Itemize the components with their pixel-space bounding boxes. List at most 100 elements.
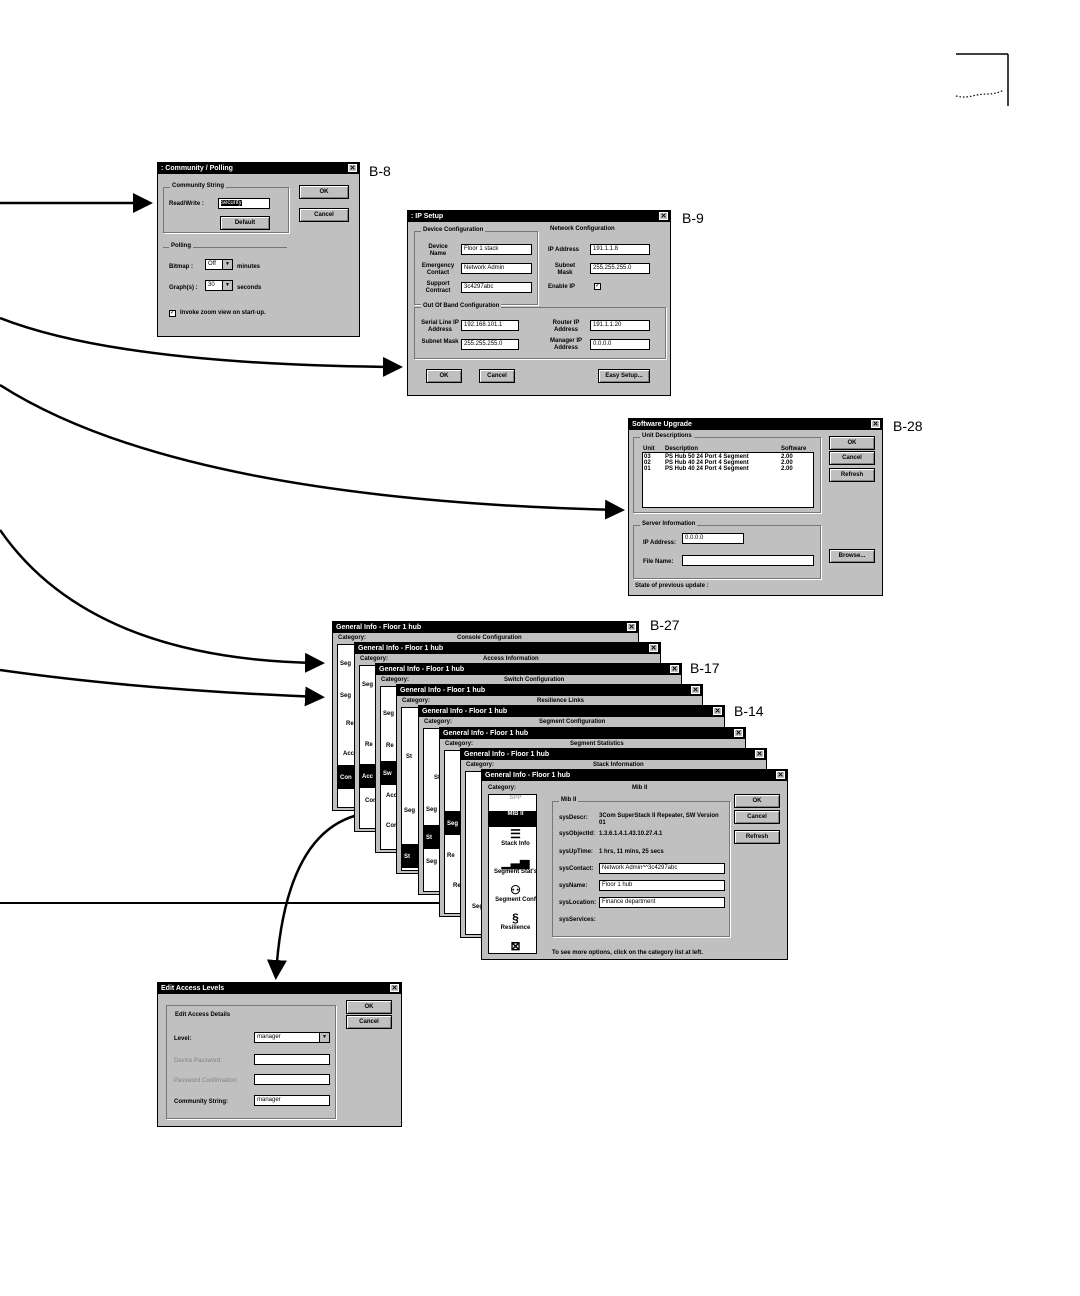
device-name-input[interactable]: Floor 1 stack [461,244,532,255]
table-row-sw: 2.00 [781,460,793,466]
syscontact-input[interactable]: Network Admin^^3c4297abc [599,863,725,874]
chevron-down-icon[interactable]: ▼ [319,1033,329,1042]
table-row-desc: PS Hub 50 24 Port 4 Segment [665,454,749,460]
cat-item-segment-conf[interactable]: ⚇Segment Conf [489,883,542,911]
cat-item-more[interactable]: ⊠ [489,939,542,953]
level-select[interactable]: manager▼ [254,1032,330,1043]
category-list[interactable]: Seg Re Re [444,750,464,914]
ip-address-input[interactable]: 191.1.1.8 [590,244,650,255]
edit-access-levels-dialog: Edit Access Levels✕ Edit Access Details … [157,982,402,1127]
readwrite-input[interactable]: security [218,198,270,209]
ok-button[interactable]: OK [299,185,349,199]
close-icon[interactable]: ✕ [649,644,658,652]
table-row[interactable]: 03 [644,454,651,460]
community-string-input[interactable]: manager [254,1095,330,1106]
cancel-button[interactable]: Cancel [829,451,875,465]
browse-button[interactable]: Browse... [829,549,875,563]
manager-ip-label: Manager IP Address [549,338,582,351]
table-row[interactable]: 01 [644,466,651,472]
list-item: Seg [362,682,374,688]
category-label: Category: [445,741,474,747]
title-bar: : IP Setup✕ [408,211,670,222]
table-row-desc: PS Hub 40 24 Port 4 Segment [665,466,749,472]
refresh-button[interactable]: Refresh [829,468,875,482]
selected-item[interactable]: Sw [381,761,399,785]
cat-item-mib2[interactable]: MIB II [489,811,542,827]
list-item: Seg [426,807,438,813]
cat-item-spp[interactable]: SPP [509,795,522,801]
enable-ip-checkbox[interactable]: ✓ [594,283,601,290]
manager-ip-input[interactable]: 0.0.0.0 [590,339,650,350]
cancel-button[interactable]: Cancel [479,369,515,383]
unit-list[interactable]: 03 PS Hub 50 24 Port 4 Segment 2.00 02 P… [642,452,814,508]
selected-item[interactable]: St [402,844,420,868]
serial-ip-input[interactable]: 192.168.101.1 [461,320,519,331]
cross-box-icon: ⊠ [510,939,521,953]
category-list[interactable]: St Seg St [401,707,421,871]
ok-button[interactable]: OK [346,1000,392,1014]
close-icon[interactable]: ✕ [390,984,399,992]
syslocation-input[interactable]: Finance department [599,897,725,908]
cat-item-stack-info[interactable]: ☰Stack Info [489,827,542,855]
file-name-input[interactable] [682,555,814,566]
chevron-down-icon[interactable]: ▼ [222,281,232,290]
ok-button[interactable]: OK [426,369,462,383]
selected-item[interactable]: Acc [360,764,378,788]
close-icon[interactable]: ✕ [627,623,636,631]
zoom-checkbox[interactable]: ✓ [169,310,176,317]
close-icon[interactable]: ✕ [755,750,764,758]
panel-title: Resilience Links [537,698,585,704]
close-icon[interactable]: ✕ [659,212,668,220]
scrollbar[interactable] [536,794,544,954]
sysname-input[interactable]: Floor 1 hub [599,880,725,891]
category-list[interactable]: Seg Seg Re Acc Con [337,644,357,808]
cat-item-resilience[interactable]: §Resilience [489,911,542,939]
selected-item[interactable]: St [424,825,442,849]
ref-b8: B-8 [369,163,391,179]
selected-item[interactable]: Seg [445,811,463,835]
close-icon[interactable]: ✕ [670,665,679,673]
bitmap-select[interactable]: Off▼ [205,259,233,270]
panel-title: Stack Information [593,762,644,768]
ref-b9: B-9 [682,210,704,226]
bitmap-label: Bitmap : [169,264,193,270]
selected-item[interactable]: Con [338,765,356,789]
ref-b27: B-27 [650,617,680,633]
arrow-console [0,529,325,673]
easy-setup-button[interactable]: Easy Setup... [598,369,650,383]
chevron-down-icon[interactable]: ▼ [222,260,232,269]
table-row[interactable]: 02 [644,460,651,466]
support-contract-input[interactable]: 3c4297abc [461,282,532,293]
cat-item-segment-stats[interactable]: ▁▃▅Segment Stat's [489,855,542,883]
bitmap-unit: minutes [237,264,261,270]
close-icon[interactable]: ✕ [871,420,880,428]
list-item: Re [447,853,455,859]
title-bar: General Info - Floor 1 hub✕ [397,685,702,696]
cancel-button[interactable]: Cancel [734,810,780,824]
emergency-contact-input[interactable]: Network Admin [461,263,532,274]
list-item: Re [386,743,394,749]
cancel-button[interactable]: Cancel [346,1015,392,1029]
device-password-label: Device Password: [174,1058,223,1064]
close-icon[interactable]: ✕ [734,729,743,737]
server-ip-input[interactable]: 0.0.0.0 [682,533,744,544]
close-icon[interactable]: ✕ [776,771,785,779]
close-icon[interactable]: ✕ [713,707,722,715]
oob-subnet-input[interactable]: 255.255.255.0 [461,339,519,350]
password-confirm-input[interactable] [254,1074,330,1085]
ok-button[interactable]: OK [734,794,780,808]
ok-button[interactable]: OK [829,436,875,450]
server-ip-label: IP Address: [643,540,677,546]
device-password-input[interactable] [254,1054,330,1065]
close-icon[interactable]: ✕ [691,686,700,694]
close-icon[interactable]: ✕ [348,164,357,172]
subnet-mask-input[interactable]: 255.255.255.0 [590,263,650,274]
col-software: Software [781,446,807,452]
default-button[interactable]: Default [220,216,270,230]
cancel-button[interactable]: Cancel [299,208,349,222]
category-list[interactable]: Seg Re Sw Acc Con [380,686,400,850]
refresh-button[interactable]: Refresh [734,830,780,844]
router-ip-input[interactable]: 191.1.1.20 [590,320,650,331]
category-list[interactable]: SPP MIB II ☰Stack Info ▁▃▅Segment Stat's… [488,794,543,954]
graph-select[interactable]: 30▼ [205,280,233,291]
